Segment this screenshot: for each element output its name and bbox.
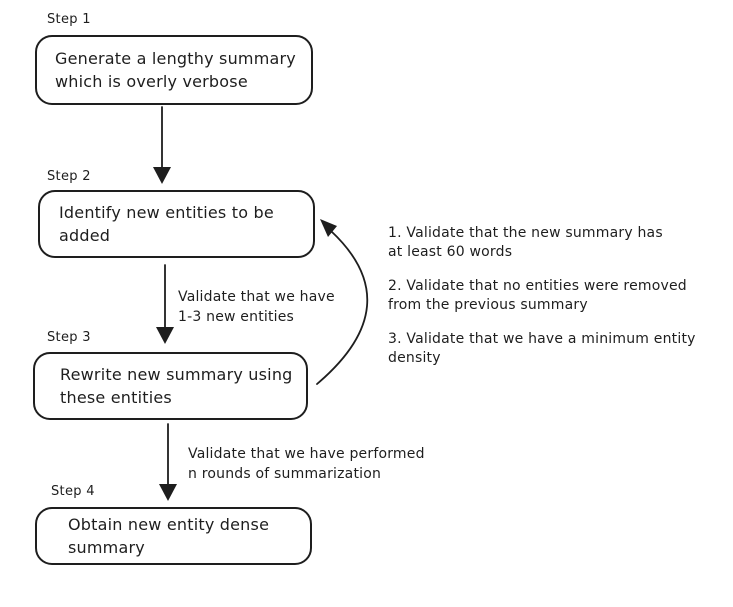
validation-note-2: 2. Validate that no entities were remove…: [388, 278, 687, 313]
step4-box: Obtain new entity dense summary: [35, 507, 312, 565]
step2-text: Identify new entities to be added: [59, 203, 274, 245]
step3-box: Rewrite new summary using these entities: [33, 352, 308, 420]
step2-box: Identify new entities to be added: [38, 190, 315, 258]
step2-label: Step 2: [47, 169, 91, 184]
step3-label: Step 3: [47, 330, 91, 345]
step4-text: Obtain new entity dense summary: [68, 515, 270, 557]
arrow-step2-to-step3: [156, 264, 174, 344]
edge-label-n-rounds: Validate that we have performed n rounds…: [188, 446, 425, 482]
step1-text: Generate a lengthy summary which is over…: [55, 49, 296, 91]
step1-box: Generate a lengthy summary which is over…: [35, 35, 313, 105]
arrow-loop-step3-to-step2: [316, 219, 369, 385]
step1-label: Step 1: [47, 12, 91, 27]
arrow-step3-to-step4: [159, 423, 177, 501]
validation-note-1: 1. Validate that the new summary has at …: [388, 225, 663, 260]
edge-label-1-3-new-entities: Validate that we have 1-3 new entities: [178, 289, 335, 325]
step4-label: Step 4: [51, 484, 95, 499]
validation-note-3: 3. Validate that we have a minimum entit…: [388, 331, 696, 366]
arrow-step1-to-step2: [153, 106, 171, 184]
validation-notes: 1. Validate that the new summary has at …: [388, 224, 696, 383]
step3-text: Rewrite new summary using these entities: [60, 365, 293, 407]
